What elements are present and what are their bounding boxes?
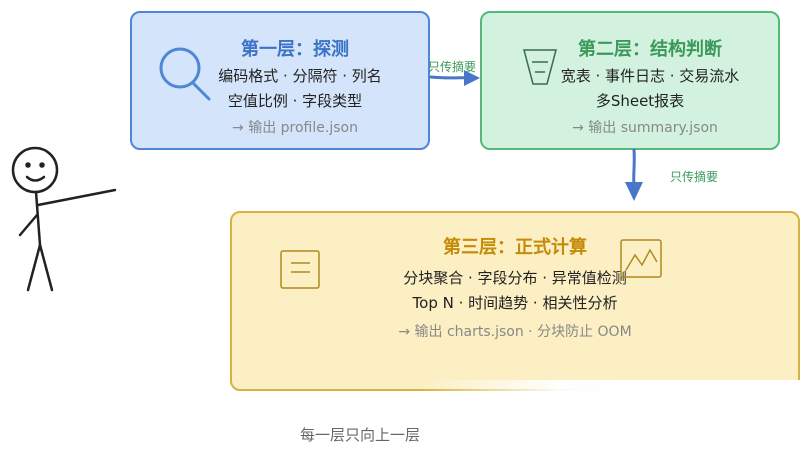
layer3-title: 第三层：正式计算 [443,237,587,258]
layer1-line1: 编码格式 · 分隔符 · 列名 [218,67,382,85]
layer2-box: 第二层：结构判断 宽表 · 事件日志 · 交易流水 多Sheet报表 → 输出 … [480,11,780,150]
edge-label-l2-l3: 只传摘要 [670,170,719,184]
layer1-title: 第一层：探测 [241,39,349,60]
layer1-line2: 空值比例 · 字段类型 [227,92,363,110]
funnel-icon [523,49,557,85]
layer1-output: → 输出 profile.json [232,120,358,136]
layer2-title: 第二层：结构判断 [578,39,722,60]
line-chart-icon [620,239,662,278]
layer3-line1: 分块聚合 · 字段分布 · 异常值检测 [403,269,627,287]
layer1-box: 第一层：探测 编码格式 · 分隔符 · 列名 空值比例 · 字段类型 → 输出 … [130,11,430,150]
arrow-l2-to-l3 [625,148,643,201]
fade-overlay [420,380,812,454]
arrow-l1-to-l2 [429,70,480,86]
document-icon [280,250,320,289]
layer2-output: → 输出 summary.json [572,120,718,136]
layer3-output: → 输出 charts.json · 分块防止 OOM [398,324,632,340]
layer2-line1: 宽表 · 事件日志 · 交易流水 [560,67,740,85]
stick-figure [11,146,117,292]
layer3-line2: Top N · 时间趋势 · 相关性分析 [412,294,618,312]
layer2-line2: 多Sheet报表 [595,92,685,110]
magnifier-icon [159,47,211,101]
layer3-box: 第三层：正式计算 分块聚合 · 字段分布 · 异常值检测 Top N · 时间趋… [230,211,800,391]
footer-caption: 每一层只向上一层 [300,426,421,444]
